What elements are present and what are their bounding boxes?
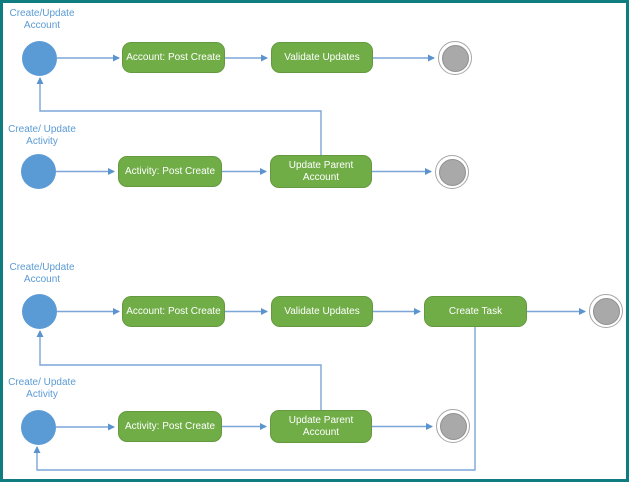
lower-activity-start-node [21, 410, 56, 445]
end-node-core [439, 412, 467, 440]
upper-task-validate-updates: Validate Updates [271, 42, 373, 73]
lower-task-activity-post-create: Activity: Post Create [118, 411, 222, 442]
upper-task-activity-post-create: Activity: Post Create [118, 156, 222, 187]
lower-account-trigger-line2: Account [23, 274, 61, 285]
lower-account-trigger-line1: Create/Update [9, 262, 75, 273]
upper-account-start-node [22, 41, 57, 76]
lower-activity-trigger-line2: Activity [26, 389, 58, 400]
lower-activity-end-node [436, 409, 470, 443]
upper-task-account-post-create: Account: Post Create [122, 42, 225, 73]
connector-l-update-parent-to-account-start [36, 330, 322, 410]
upper-account-trigger-line2: Account [23, 20, 61, 31]
upper-account-end-node [438, 41, 472, 75]
lower-task-activity-post-create-label: Activity: Post Create [124, 420, 216, 432]
lower-account-start-node [22, 294, 57, 329]
upper-task-activity-post-create-label: Activity: Post Create [124, 165, 216, 177]
upper-activity-trigger-label: Create/ Update Activity [0, 124, 84, 148]
lower-account-end-node [589, 294, 623, 328]
upper-activity-start-node [21, 154, 56, 189]
connector-u-update-parent-to-account-start [36, 77, 322, 155]
upper-task-update-parent-account: Update Parent Account [270, 155, 372, 188]
lower-task-validate-updates: Validate Updates [271, 296, 373, 327]
upper-task-update-parent-account-label: Update Parent Account [288, 159, 354, 183]
end-node-core [592, 297, 620, 325]
lower-task-create-task: Create Task [424, 296, 527, 327]
lower-account-trigger-label: Create/Update Account [0, 262, 84, 286]
lower-task-account-post-create-label: Account: Post Create [126, 305, 221, 317]
upper-task-validate-updates-label: Validate Updates [284, 51, 360, 63]
lower-activity-trigger-line1: Create/ Update [8, 377, 76, 388]
upper-activity-trigger-line2: Activity [26, 136, 58, 147]
lower-activity-trigger-label: Create/ Update Activity [0, 377, 84, 401]
upper-activity-end-node [435, 155, 469, 189]
lower-task-account-post-create: Account: Post Create [122, 296, 225, 327]
upper-task-account-post-create-label: Account: Post Create [126, 51, 221, 63]
lower-task-create-task-label: Create Task [448, 305, 503, 317]
lower-task-validate-updates-label: Validate Updates [284, 305, 360, 317]
upper-account-trigger-label: Create/Update Account [0, 8, 84, 32]
end-node-core [438, 158, 466, 186]
connector-l-create-task-to-activity-start [33, 327, 476, 471]
end-node-core [441, 44, 469, 72]
lower-task-update-parent-account: Update Parent Account [270, 410, 372, 443]
lower-task-update-parent-account-label: Update Parent Account [288, 414, 354, 438]
upper-activity-trigger-line1: Create/ Update [8, 124, 76, 135]
upper-account-trigger-line1: Create/Update [9, 8, 75, 19]
